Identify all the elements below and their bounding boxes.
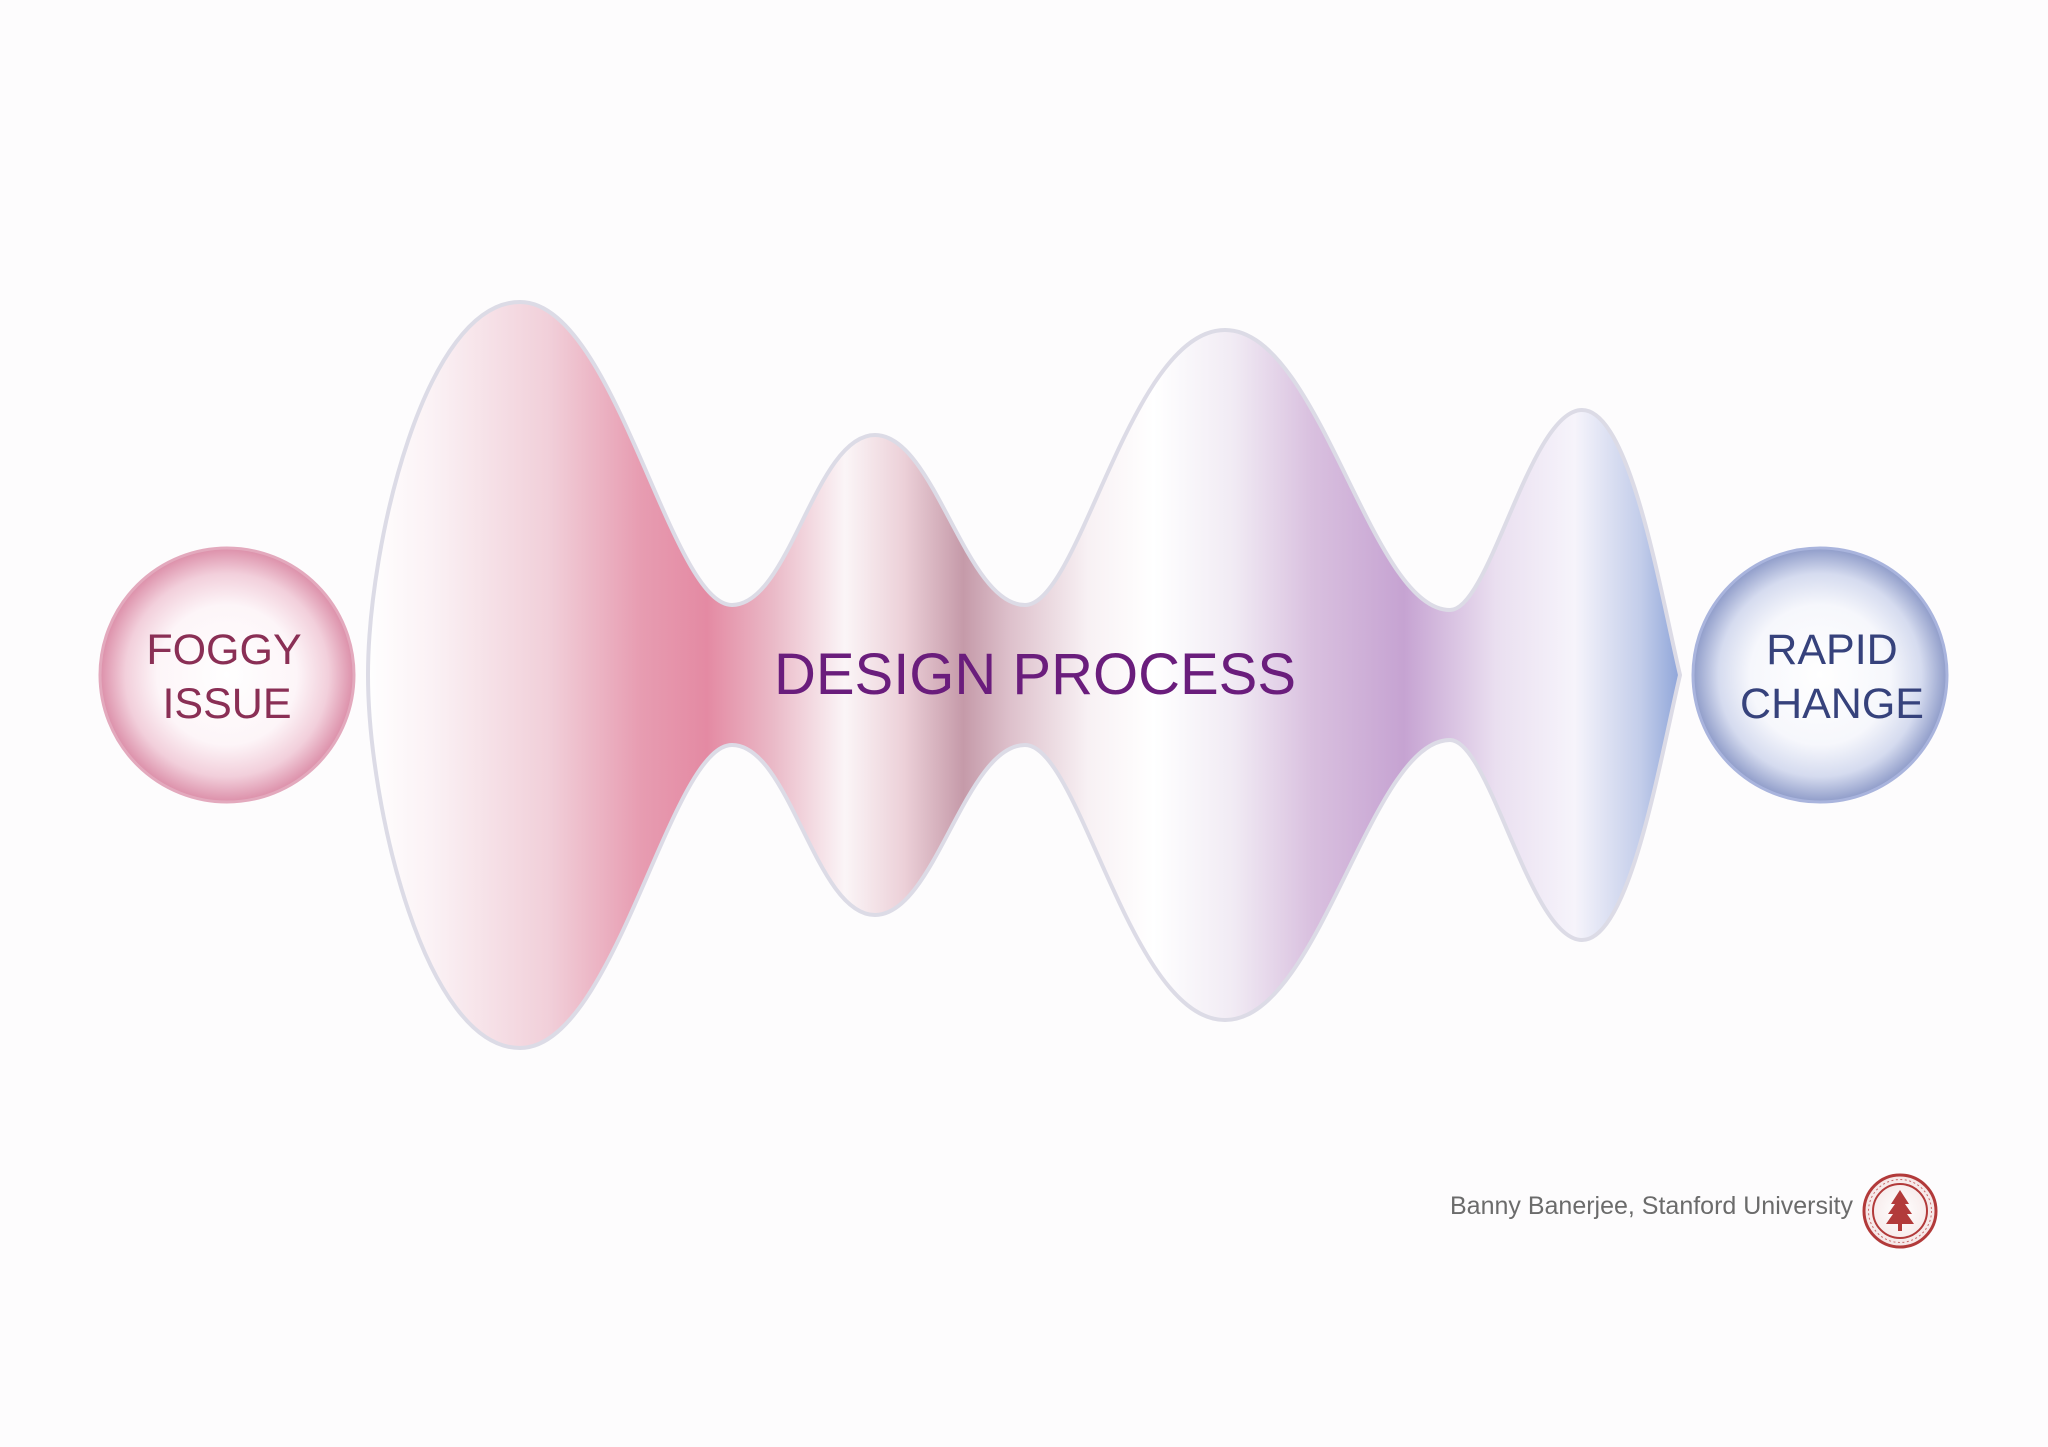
stanford-seal-icon	[1862, 1173, 1938, 1249]
design-process-label: DESIGN PROCESS	[774, 642, 1296, 707]
end-node-line-1: RAPID	[1766, 626, 1897, 674]
credit-text: Banny Banerjee, Stanford University	[1450, 1192, 1853, 1220]
design-process-wave	[365, 299, 1683, 1051]
end-node: RAPID CHANGE	[1691, 546, 1949, 804]
start-node: FOGGY ISSUE	[98, 546, 356, 804]
end-node-line-2: CHANGE	[1740, 680, 1924, 728]
start-node-line-2: ISSUE	[162, 680, 291, 728]
start-node-line-1: FOGGY	[146, 626, 301, 674]
end-node-circle	[1691, 546, 1949, 804]
start-node-circle	[98, 546, 356, 804]
